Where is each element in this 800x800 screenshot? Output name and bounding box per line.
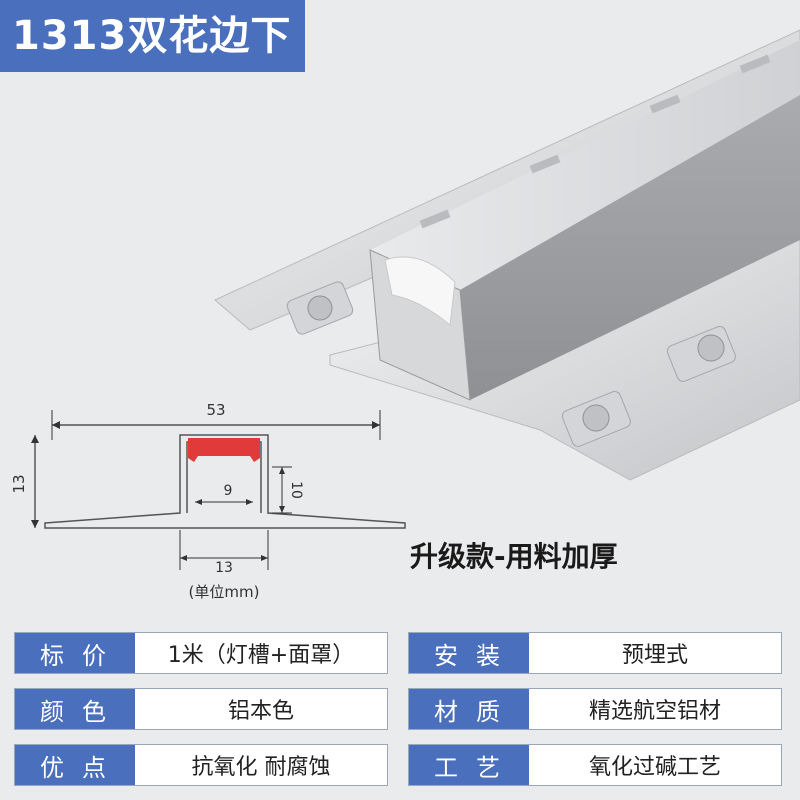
spec-label: 颜色 (15, 689, 135, 729)
spec-label: 工艺 (409, 745, 529, 785)
dimension-drawing: 53 13 9 10 13 (单位mm) (10, 401, 406, 601)
spec-value: 氧化过碱工艺 (588, 755, 721, 780)
dim-inner-width: 9 (224, 483, 233, 499)
spec-value: 铝本色 (227, 699, 294, 724)
spec-value: 精选航空铝材 (588, 699, 721, 724)
spec-row-process: 工艺 氧化过碱工艺 (408, 744, 782, 786)
spec-row-advantage: 优点 抗氧化 耐腐蚀 (14, 744, 388, 786)
spec-label: 标价 (15, 633, 135, 673)
spec-row-install: 安装 预埋式 (408, 632, 782, 674)
diffuser-highlight (188, 438, 260, 462)
product-subtitle: 升级款-用料加厚 (410, 540, 618, 573)
spec-row-price: 标价 1米（灯槽+面罩） (14, 632, 388, 674)
spec-row-material: 材质 精选航空铝材 (408, 688, 782, 730)
spec-value: 抗氧化 耐腐蚀 (191, 755, 331, 780)
spec-label: 安装 (409, 633, 529, 673)
spec-row-color: 颜色 铝本色 (14, 688, 388, 730)
spec-label: 材质 (409, 689, 529, 729)
product-title: 1313双花边下 (0, 0, 305, 72)
spec-label: 优点 (15, 745, 135, 785)
spec-value: 1米（灯槽+面罩） (167, 643, 355, 668)
dim-channel-width: 13 (215, 560, 233, 576)
dim-height-total: 13 (10, 474, 28, 493)
dim-width-total: 53 (206, 401, 225, 419)
unit-note: (单位mm) (189, 583, 260, 601)
dim-inner-height: 10 (288, 481, 304, 499)
product-illustration (214, 29, 800, 481)
spec-value: 预埋式 (621, 643, 688, 668)
